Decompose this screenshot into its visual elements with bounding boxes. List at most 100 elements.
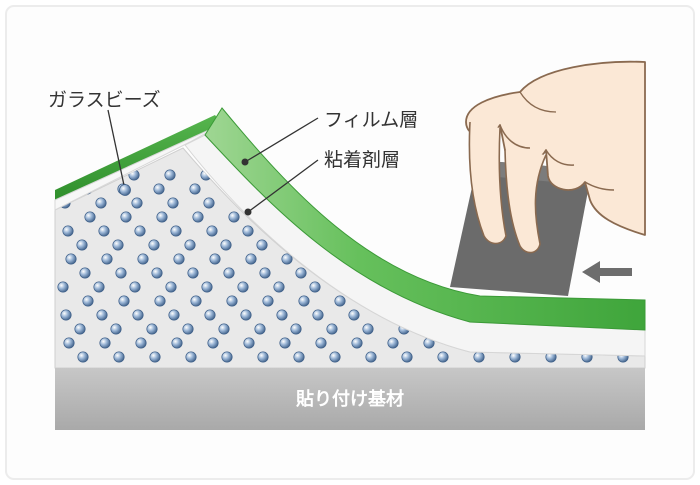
glass-bead [60, 309, 72, 321]
glass-bead [156, 211, 168, 223]
glass-bead [226, 295, 238, 307]
glass-bead [131, 197, 143, 209]
glass-bead [281, 253, 293, 265]
glass-bead [254, 323, 266, 335]
glass-bead [242, 225, 254, 237]
glass-bead [276, 309, 288, 321]
glass-bead [63, 337, 75, 349]
glass-beads-label: ガラスビーズ [48, 89, 161, 111]
glass-bead [153, 183, 165, 195]
glass-bead [62, 225, 74, 237]
glass-bead [437, 351, 449, 363]
glass-bead [348, 309, 360, 321]
glass-bead [243, 337, 255, 349]
glass-bead [365, 351, 377, 363]
glass-bead [148, 239, 160, 251]
glass-bead [209, 253, 221, 265]
glass-bead [204, 309, 216, 321]
glass-bead [295, 267, 307, 279]
glass-bead [362, 323, 374, 335]
film-layer-dot [241, 158, 249, 166]
glass-bead [165, 281, 177, 293]
glass-bead-pointed [119, 184, 131, 196]
glass-bead [57, 281, 69, 293]
glass-bead [65, 253, 77, 265]
glass-bead [473, 351, 485, 363]
film-layer-leader [244, 117, 319, 163]
glass-bead [240, 309, 252, 321]
glass-bead [401, 351, 413, 363]
glass-bead [79, 267, 91, 279]
glass-bead [76, 239, 88, 251]
arrow-left-icon [582, 261, 632, 283]
glass-bead [112, 239, 124, 251]
glass-bead [228, 211, 240, 223]
glass-bead [279, 337, 291, 349]
glass-bead [351, 337, 363, 349]
glass-bead [118, 295, 130, 307]
glass-bead [173, 253, 185, 265]
glass-bead [135, 337, 147, 349]
glass-bead [326, 323, 338, 335]
glass-bead [96, 309, 108, 321]
glass-bead [190, 295, 202, 307]
glass-bead [290, 323, 302, 335]
glass-bead [201, 281, 213, 293]
glass-bead [329, 351, 341, 363]
glass-bead [257, 351, 269, 363]
glass-bead [93, 281, 105, 293]
glass-bead [298, 295, 310, 307]
glass-bead [115, 267, 127, 279]
glass-bead [146, 323, 158, 335]
glass-bead [207, 337, 219, 349]
glass-bead [77, 351, 89, 363]
glass-bead [256, 239, 268, 251]
glass-bead [168, 309, 180, 321]
hand-icon [465, 60, 646, 254]
glass-bead [74, 323, 86, 335]
glass-bead [192, 211, 204, 223]
glass-bead [203, 197, 215, 209]
glass-bead [132, 309, 144, 321]
glass-bead [221, 351, 233, 363]
glass-bead [129, 281, 141, 293]
glass-bead [223, 267, 235, 279]
glass-bead [334, 295, 346, 307]
glass-bead [187, 267, 199, 279]
glass-bead [259, 267, 271, 279]
glass-bead [189, 183, 201, 195]
substrate-base [55, 368, 645, 430]
glass-bead [99, 337, 111, 349]
glass-bead [137, 253, 149, 265]
glass-bead [220, 239, 232, 251]
glass-bead [134, 225, 146, 237]
glass-bead [185, 351, 197, 363]
glass-bead [273, 281, 285, 293]
glass-bead [120, 211, 132, 223]
glass-bead [167, 197, 179, 209]
adhesive-layer-leader [247, 159, 319, 213]
adhesive-layer-label: 粘着剤層 [324, 149, 400, 171]
glass-bead [245, 253, 257, 265]
glass-bead [309, 281, 321, 293]
glass-bead [84, 211, 96, 223]
glass-bead [312, 309, 324, 321]
glass-bead [387, 337, 399, 349]
glass-bead [184, 239, 196, 251]
glass-bead [113, 351, 125, 363]
film-layer [204, 107, 646, 331]
film-layer-left [55, 115, 222, 200]
glass-bead [237, 281, 249, 293]
adhesive-layer-dot [244, 208, 252, 216]
film-layer-label: フィルム層 [324, 109, 418, 131]
glass-bead [206, 225, 218, 237]
substrate-label: 貼り付け基材 [296, 388, 404, 410]
glass-bead [171, 337, 183, 349]
glass-bead [315, 337, 327, 349]
glass-bead [110, 323, 122, 335]
glass-bead [95, 197, 107, 209]
glass-bead [164, 169, 176, 181]
glass-bead [154, 295, 166, 307]
